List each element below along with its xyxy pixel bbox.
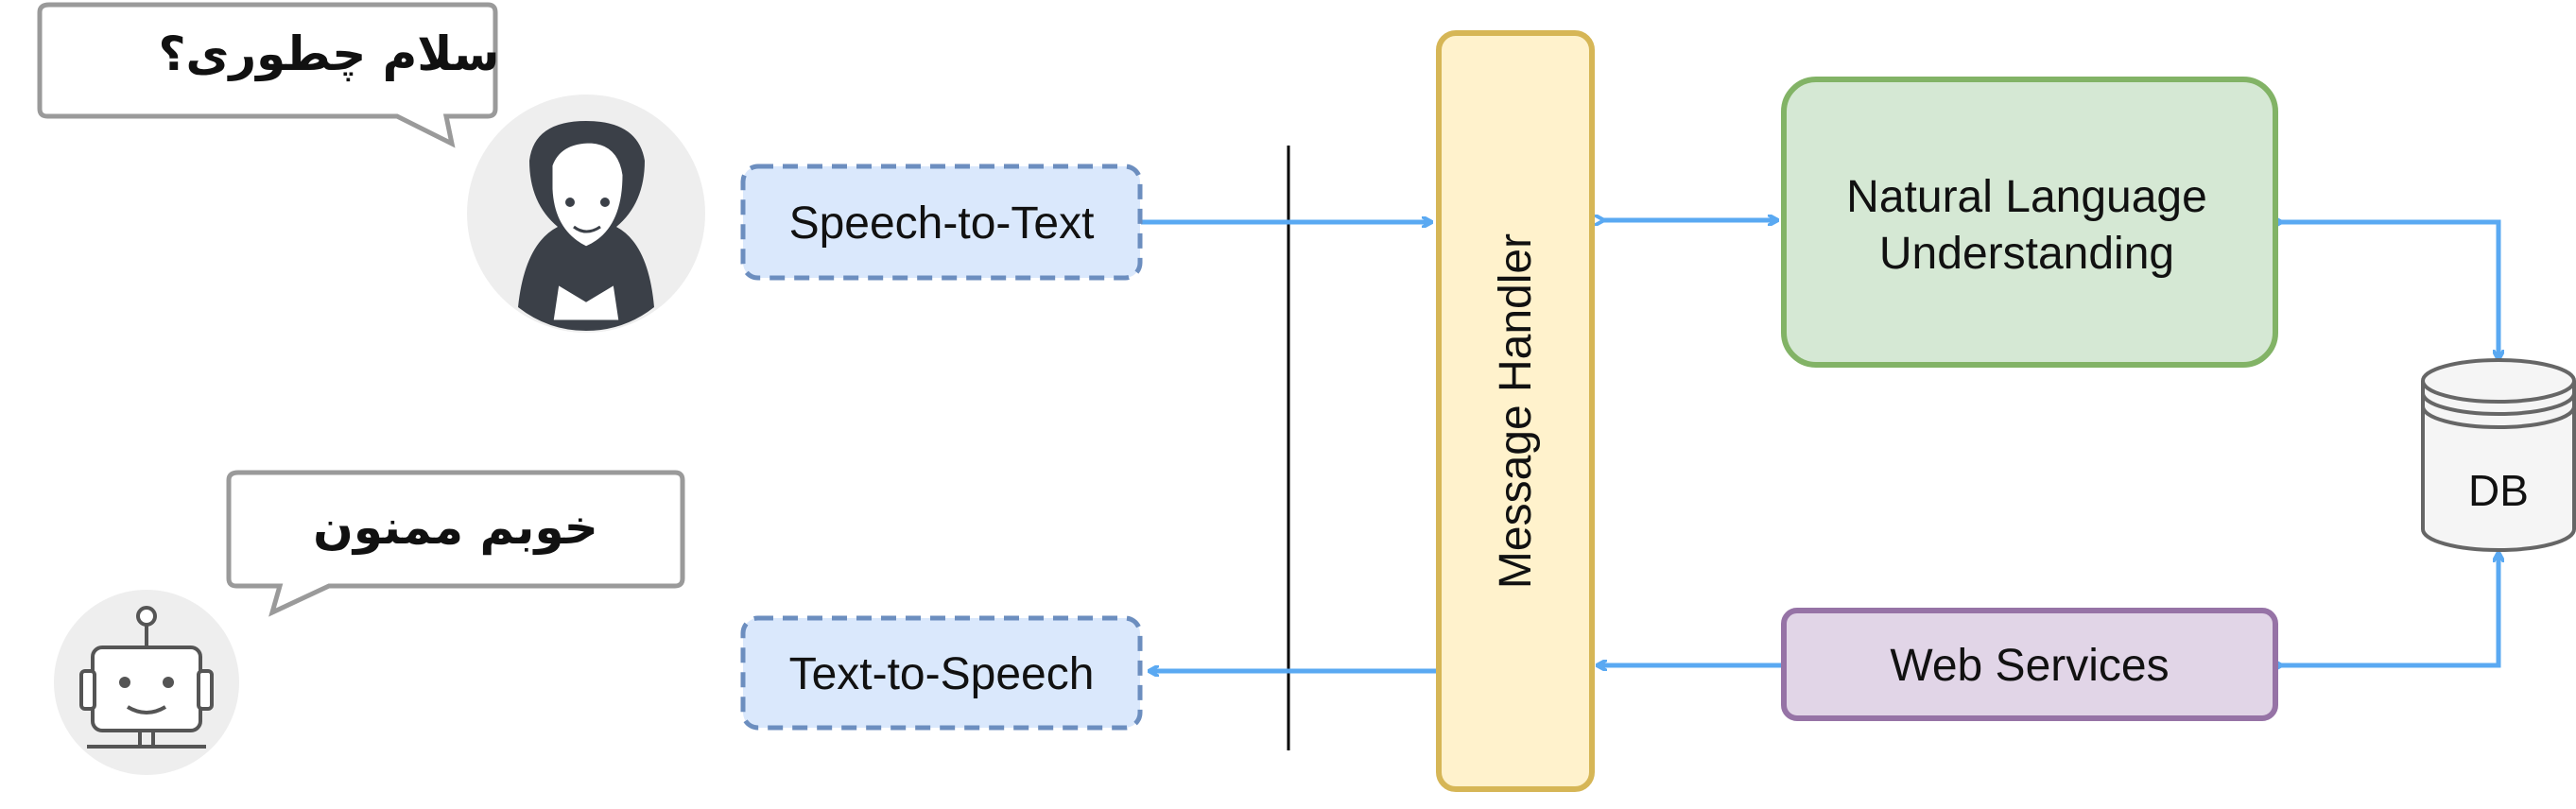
nlu-label-line1: Natural Language [1846, 172, 2207, 222]
speech-to-text-label: Speech-to-Text [789, 198, 1095, 249]
connector-arrows [1141, 220, 2498, 671]
nlu-label-line2: Understanding [1879, 229, 2174, 279]
web-services-box: Web Services [1781, 608, 2278, 721]
text-to-speech-label: Text-to-Speech [789, 649, 1095, 699]
database-cylinder: DB [2421, 358, 2576, 552]
arrow-web-db [2281, 553, 2498, 665]
text-to-speech-box: Text-to-Speech [740, 615, 1143, 731]
bot-speech-bubble: خوبم ممنون [226, 470, 685, 617]
nlu-box: Natural Language Understanding [1781, 77, 2278, 368]
web-services-label: Web Services [1890, 641, 2169, 691]
robot-avatar-icon [54, 590, 239, 775]
user-speech-bubble: سلام چطوری؟ [37, 2, 500, 148]
speech-to-text-box: Speech-to-Text [740, 164, 1143, 281]
bot-bubble-text: خوبم ممنون [313, 500, 598, 556]
user-bubble-text: سلام چطوری؟ [159, 26, 500, 82]
message-handler-label: Message Handler [1491, 233, 1541, 589]
db-label: DB [2468, 466, 2529, 515]
woman-avatar-icon [467, 95, 705, 333]
arrow-nlu-db [2281, 222, 2498, 359]
message-handler-box: Message Handler [1436, 30, 1595, 792]
